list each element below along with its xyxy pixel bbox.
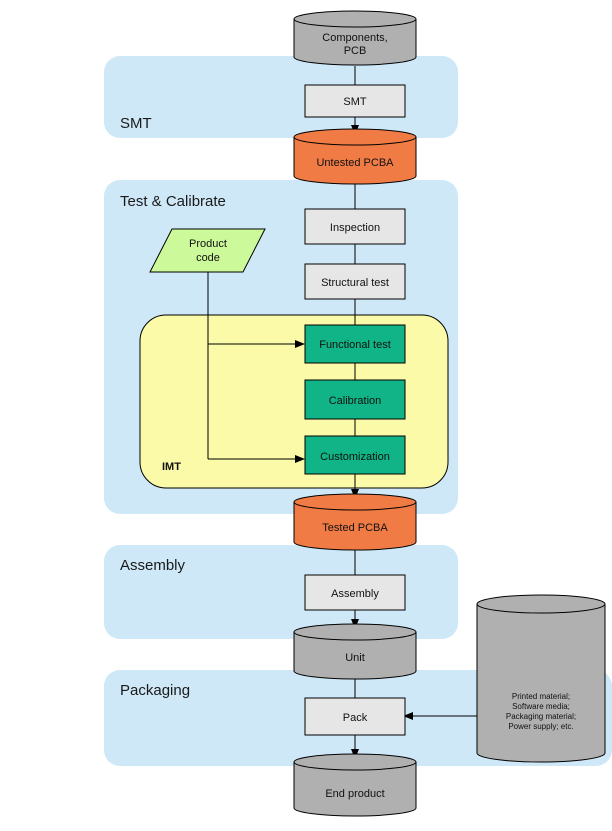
phase-label-test-calibrate: Test & Calibrate <box>120 193 226 210</box>
cylinder-body <box>477 604 605 762</box>
step-calibration-label: Calibration <box>329 395 382 407</box>
input-product-code-label: Product <box>189 238 227 250</box>
phase-label-smt: SMT <box>120 115 152 132</box>
phase-label-packaging: Packaging <box>120 682 190 699</box>
cylinder-label: Untested PCBA <box>316 157 394 169</box>
step-inspection-label: Inspection <box>330 222 380 234</box>
cylinder-label: Printed material; <box>512 692 570 701</box>
cylinder-label: Power supply; etc. <box>508 722 573 731</box>
phase-label-assembly: Assembly <box>120 557 186 574</box>
cylinder-untested-pcba: Untested PCBA <box>294 129 416 184</box>
step-assembly-label: Assembly <box>331 588 379 600</box>
cylinder-top <box>294 494 416 510</box>
step-functional-test-label: Functional test <box>319 339 391 351</box>
cylinder-top <box>294 754 416 770</box>
cylinder-label: PCB <box>344 45 367 57</box>
cylinder-label: Tested PCBA <box>322 522 388 534</box>
cylinder-top <box>294 129 416 145</box>
cylinder-label: Components, <box>322 32 387 44</box>
cylinder-tested-pcba: Tested PCBA <box>294 494 416 550</box>
step-customization-label: Customization <box>320 451 390 463</box>
cylinder-top <box>477 595 605 613</box>
cylinder-label: Software media; <box>512 702 570 711</box>
step-smt-label: SMT <box>343 96 367 108</box>
cylinder-end-product: End product <box>294 754 416 816</box>
cylinder-unit: Unit <box>294 624 416 679</box>
cylinder-label: End product <box>325 788 384 800</box>
step-pack-label: Pack <box>343 712 368 724</box>
phase-label-imt: IMT <box>162 461 181 473</box>
cylinder-top <box>294 11 416 27</box>
cylinder-materials: Printed material; Software media; Packag… <box>477 595 605 762</box>
input-product-code-label: code <box>196 252 220 264</box>
cylinder-label: Unit <box>345 652 365 664</box>
step-structural-test-label: Structural test <box>321 277 389 289</box>
cylinder-top <box>294 624 416 640</box>
cylinder-label: Packaging material; <box>506 712 576 721</box>
cylinder-components-pcb: Components, PCB <box>294 11 416 65</box>
